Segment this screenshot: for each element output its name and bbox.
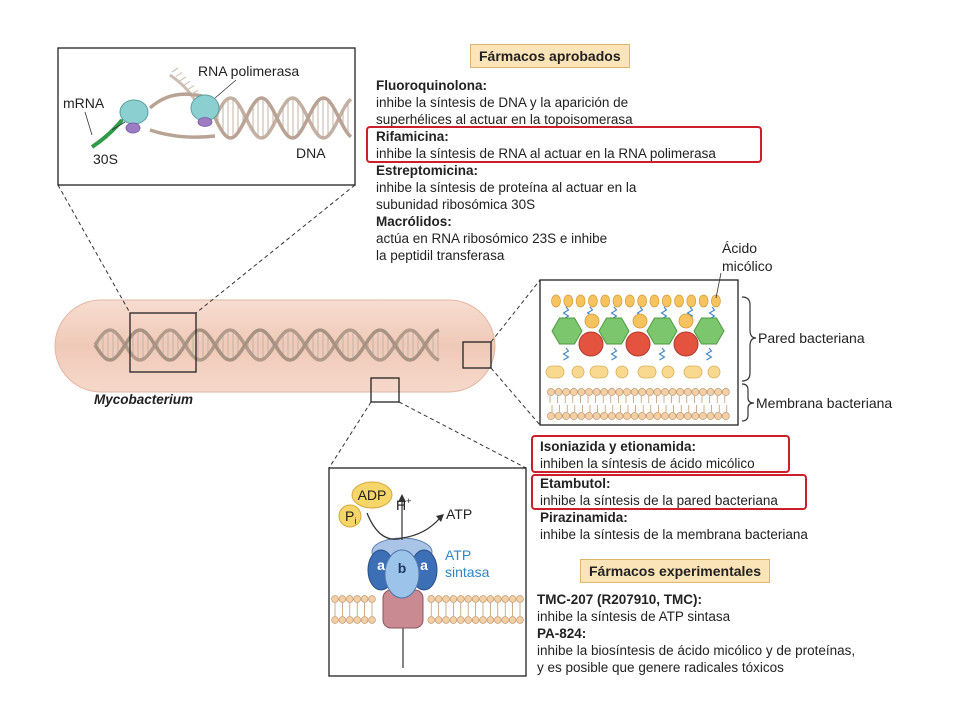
experimental-drug-list: TMC-207 (R207910, TMC): inhibe la síntes… [537,591,937,676]
label-a-left: a [377,557,385,573]
bacterium-dna [93,328,440,362]
approved-drugs-title: Fármacos aprobados [470,44,630,68]
label-mycolic-acid-line1: Ácido [722,240,758,256]
drug-desc-line: la peptidil transferasa [376,248,505,263]
drug-pirazinamida: Pirazinamida: inhibe la síntesis de la m… [540,509,860,543]
label-rna-polymerase: RNA polimerasa [198,63,299,79]
subunit-b [384,549,420,599]
ribosome-large-subunit [119,99,149,125]
drug-name: TMC-207 (R207910, TMC): [537,592,703,607]
drug-rifamicina: Rifamicina: inhibe la síntesis de RNA al… [376,128,776,162]
drug-etambutol: Etambutol: inhibe la síntesis de la pare… [540,475,860,509]
drug-name: Estreptomicina: [376,163,479,178]
drug-macrolidos: Macrólidos: actúa en RNA ribosómico 23S … [376,213,776,264]
experimental-drugs-title: Fármacos experimentales [580,559,770,583]
drug-estreptomicina: Estreptomicina: inhibe la síntesis de pr… [376,162,776,213]
atp-arrow [366,512,441,540]
label-b: b [398,560,407,576]
drug-tmc-207: TMC-207 (R207910, TMC): inhibe la síntes… [537,591,937,625]
adp-molecule [351,481,393,509]
highlight-rifamicina [366,126,762,163]
drug-name: Macrólidos: [376,214,452,229]
label-a-right: a [420,557,428,573]
label-h-plus: H+ [396,496,411,513]
zoom-box-membrane [370,377,400,403]
inset-membrane-bilayer [331,595,524,624]
label-atp: ATP [446,506,472,522]
zoom-connectors [57,184,541,469]
label-mrna: mRNA [63,95,105,111]
mrna-strand [90,118,124,149]
drug-isoniazida: Isoniazida y etionamida: inhiben la sínt… [540,438,860,472]
drug-name: Rifamicina: [376,129,449,144]
highlight-isoniazida [531,435,790,473]
brace-membrane [741,383,755,422]
label-cell-membrane: Membrana bacteriana [756,395,893,411]
drug-desc-line: superhélices al actuar en la topoisomera… [376,112,633,127]
cell-wall-structure [545,294,730,420]
label-pi: Pi [345,508,356,526]
drug-desc-line: inhibe la síntesis de ATP sintasa [537,609,731,624]
drug-name: Isoniazida y etionamida: [540,439,697,454]
inset-dna-helix [148,67,353,140]
drug-desc-line: inhibe la síntesis de RNA al actuar en l… [376,146,716,161]
polymerase-subunit [197,117,213,127]
label-atp-synthase-1: ATP [445,547,471,563]
drug-desc-line: inhibe la síntesis de DNA y la aparición… [376,95,629,110]
drug-pa-824: PA-824: inhibe la biosíntesis de ácido m… [537,625,937,676]
highlight-etambutol [531,474,807,510]
approved-drug-list: Fluoroquinolona: inhibe la síntesis de D… [376,77,776,264]
drug-desc-line: subunidad ribosómica 30S [376,197,536,212]
drug-desc-line: actúa en RNA ribosómico 23S e inhibe [376,231,608,246]
pi-molecule [338,504,362,528]
organism-label: Mycobacterium [94,392,194,407]
label-adp: ADP [358,487,387,503]
drug-name: PA-824: [537,626,587,641]
ribosome-30s-subunit [125,122,141,134]
drug-desc-line: inhibe la síntesis de la pared bacterian… [540,493,778,508]
label-atp-synthase-2: sintasa [445,564,490,580]
drug-desc-line: y es posible que genere radicales tóxico… [537,660,784,675]
drug-fluoroquinolone: Fluoroquinolona: inhibe la síntesis de D… [376,77,776,128]
label-30s: 30S [93,151,118,167]
wall-drug-list: Isoniazida y etionamida: inhiben la sínt… [540,438,860,543]
zoom-box-wall [462,341,492,369]
label-dna: DNA [296,145,326,161]
drug-desc-line: inhibe la síntesis de la membrana bacter… [540,527,808,542]
drug-desc-line: inhibe la biosíntesis de ácido micólico … [537,643,856,658]
drug-desc-line: inhiben la síntesis de ácido micólico [540,456,755,471]
label-cell-wall: Pared bacteriana [758,330,865,346]
drug-name: Etambutol: [540,476,611,491]
drug-name: Fluoroquinolona: [376,78,487,93]
label-mycolic-acid-line2: micólico [722,258,773,274]
brace-wall [741,296,757,382]
zoom-box-dna [129,312,197,373]
label-mycolic-acid: Ácido micólico [722,239,773,275]
drug-name: Pirazinamida: [540,510,628,525]
drug-desc-line: inhibe la síntesis de proteína al actuar… [376,180,637,195]
